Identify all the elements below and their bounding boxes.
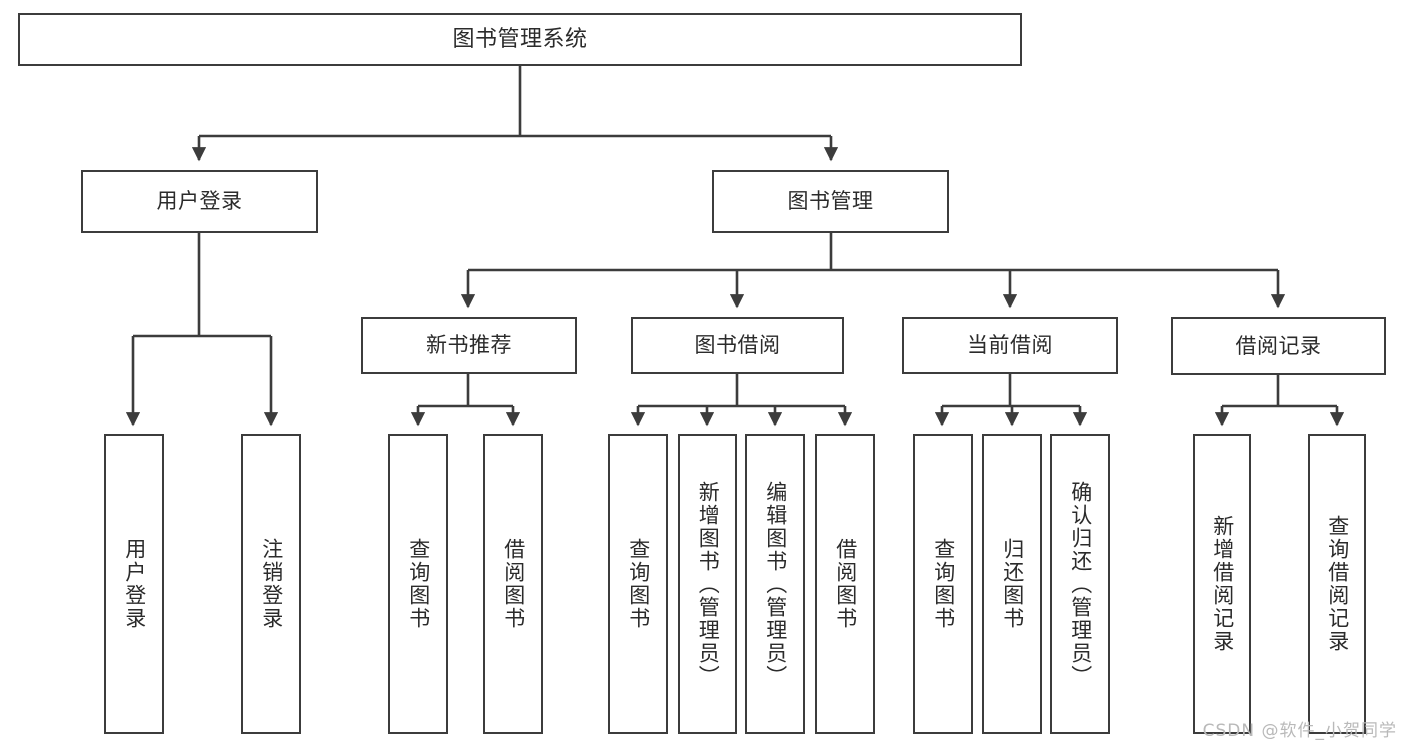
- node-book-management-label: 图书管理: [787, 189, 874, 214]
- leaf-label: 借阅图书: [501, 538, 526, 630]
- node-root[interactable]: 图书管理系统: [18, 13, 1022, 66]
- leaf-label: 编辑图书（管理员）: [763, 480, 788, 688]
- leaf-label: 查询图书: [626, 538, 651, 630]
- node-current-borrow-label: 当前借阅: [967, 333, 1053, 358]
- leaf-book-borrow-edit[interactable]: 编辑图书（管理员）: [745, 434, 805, 734]
- leaf-label: 注销登录: [259, 538, 284, 630]
- leaf-book-borrow-lend[interactable]: 借阅图书: [815, 434, 875, 734]
- leaf-user-login-logout[interactable]: 注销登录: [241, 434, 301, 734]
- leaf-label: 新增图书（管理员）: [696, 480, 721, 688]
- leaf-current-borrow-return[interactable]: 归还图书: [982, 434, 1042, 734]
- leaf-borrow-record-add[interactable]: 新增借阅记录: [1193, 434, 1251, 734]
- node-new-book-recommend-label: 新书推荐: [426, 333, 512, 358]
- node-book-management[interactable]: 图书管理: [712, 170, 949, 233]
- leaf-label: 查询借阅记录: [1325, 515, 1350, 653]
- leaf-label: 查询图书: [931, 538, 956, 630]
- node-book-borrow-label: 图书借阅: [694, 333, 781, 358]
- leaf-user-login-login[interactable]: 用户登录: [104, 434, 164, 734]
- leaf-new-book-query[interactable]: 查询图书: [388, 434, 448, 734]
- node-book-borrow[interactable]: 图书借阅: [631, 317, 844, 374]
- node-borrow-record-label: 借阅记录: [1235, 333, 1322, 358]
- leaf-new-book-borrow[interactable]: 借阅图书: [483, 434, 543, 734]
- leaf-label: 查询图书: [406, 538, 431, 630]
- node-new-book-recommend[interactable]: 新书推荐: [361, 317, 577, 374]
- node-borrow-record[interactable]: 借阅记录: [1171, 317, 1386, 375]
- leaf-label: 确认归还（管理员）: [1068, 480, 1093, 688]
- leaf-label: 新增借阅记录: [1210, 515, 1235, 653]
- leaf-label: 借阅图书: [833, 538, 858, 630]
- node-user-login-label: 用户登录: [156, 189, 243, 214]
- node-root-label: 图书管理系统: [452, 26, 588, 52]
- leaf-book-borrow-query[interactable]: 查询图书: [608, 434, 668, 734]
- leaf-book-borrow-add[interactable]: 新增图书（管理员）: [678, 434, 737, 734]
- leaf-label: 用户登录: [122, 538, 147, 630]
- leaf-label: 归还图书: [1000, 538, 1025, 630]
- node-current-borrow[interactable]: 当前借阅: [902, 317, 1118, 374]
- leaf-current-borrow-confirm[interactable]: 确认归还（管理员）: [1050, 434, 1110, 734]
- leaf-current-borrow-query[interactable]: 查询图书: [913, 434, 973, 734]
- leaf-borrow-record-query[interactable]: 查询借阅记录: [1308, 434, 1366, 734]
- node-user-login[interactable]: 用户登录: [81, 170, 318, 233]
